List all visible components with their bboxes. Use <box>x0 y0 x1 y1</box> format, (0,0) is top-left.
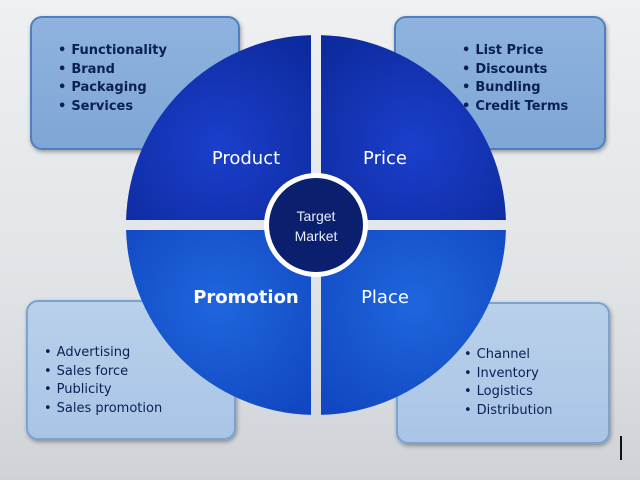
place-item: Inventory <box>464 365 608 384</box>
product-item: Packaging <box>58 79 238 98</box>
product-item: Brand <box>58 61 238 80</box>
quadrant-price <box>321 35 506 220</box>
price-item: Discounts <box>462 61 604 80</box>
target-market-label-line1: Target <box>297 208 336 224</box>
promotion-item: Sales force <box>44 363 234 382</box>
quadrant-label-product: Product <box>212 148 280 169</box>
place-item: Logistics <box>464 383 608 402</box>
promotion-item: Advertising <box>44 344 234 363</box>
price-item: Bundling <box>462 79 604 98</box>
place-item: Distribution <box>464 402 608 421</box>
text-cursor <box>620 436 622 460</box>
quadrant-label-place: Place <box>361 287 409 308</box>
price-item: Credit Terms <box>462 98 604 117</box>
target-market-circle <box>269 178 363 272</box>
price-item: List Price <box>462 42 604 61</box>
target-market-label-line2: Market <box>295 228 338 244</box>
quadrant-label-price: Price <box>363 148 407 169</box>
quadrant-label-promotion: Promotion <box>193 287 299 308</box>
quadrant-promotion <box>126 230 311 415</box>
promotion-item: Sales promotion <box>44 400 234 419</box>
place-item: Channel <box>464 346 608 365</box>
product-item: Functionality <box>58 42 238 61</box>
product-item: Services <box>58 98 238 117</box>
quadrant-place <box>321 230 506 415</box>
promotion-item: Publicity <box>44 381 234 400</box>
quadrant-product <box>126 35 311 220</box>
